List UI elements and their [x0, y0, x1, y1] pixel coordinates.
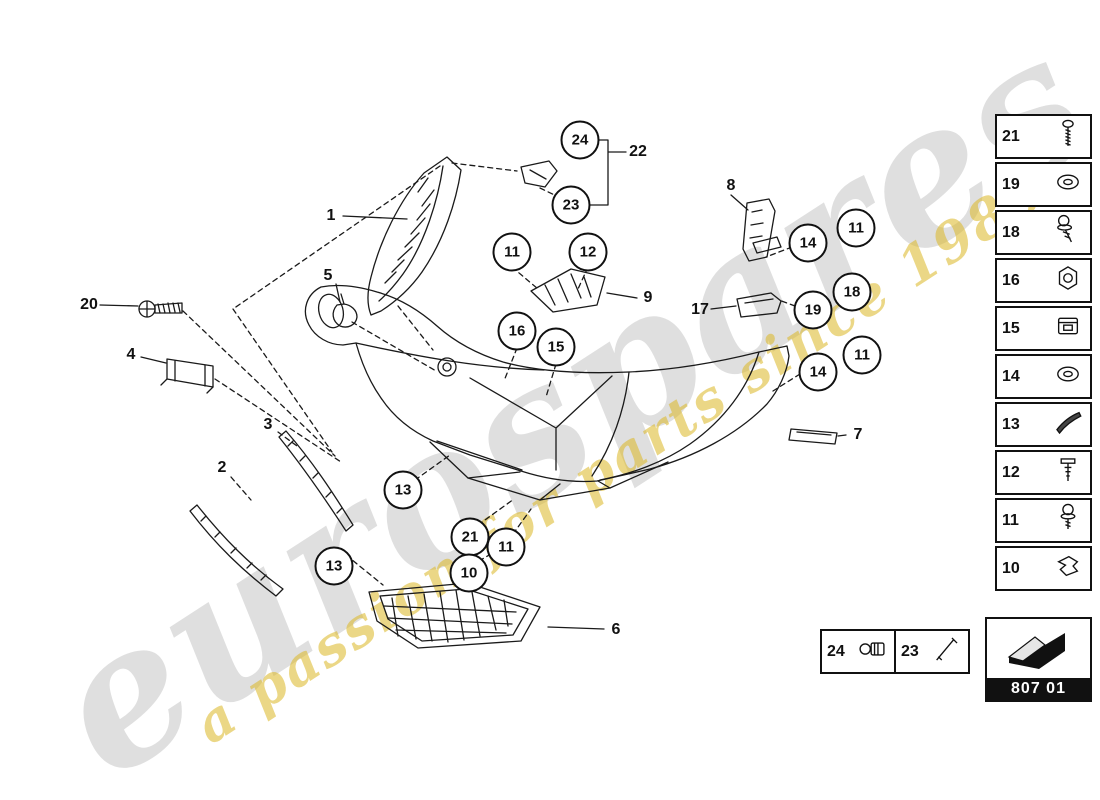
legend-item-number: 24 [827, 642, 845, 660]
part-code: 807 01 [987, 678, 1090, 700]
callout-16: 16 [497, 311, 537, 351]
strip-7-part [788, 428, 838, 445]
clip-nut-icon [1057, 317, 1079, 335]
callout-9: 9 [643, 289, 653, 306]
legend-item-24: 24 [820, 629, 896, 674]
callout-24: 24 [560, 120, 600, 160]
legend-item-number: 14 [1002, 367, 1020, 385]
callout-13: 13 [314, 546, 354, 586]
leader-lines-solid [99, 139, 847, 630]
legend-item-number: 13 [1002, 415, 1020, 433]
bracket-icon [1057, 555, 1079, 577]
callout-4: 4 [126, 346, 136, 363]
legend-item-19: 19 [995, 162, 1092, 207]
bolt-long-icon [1062, 119, 1074, 146]
legend-item-number: 18 [1002, 223, 1020, 241]
legend-item-number: 21 [1002, 127, 1020, 145]
legend-item-15: 15 [995, 306, 1092, 351]
callout-11: 11 [842, 335, 882, 375]
bracket-4-part [160, 358, 214, 394]
legend-item-number: 23 [901, 642, 919, 660]
callout-21: 21 [450, 517, 490, 557]
callout-15: 15 [536, 327, 576, 367]
sleeve-bolt-icon [859, 642, 885, 656]
trim-strip-icon [1056, 411, 1082, 435]
callout-14: 14 [798, 352, 838, 392]
inner-frame-part [367, 156, 462, 316]
brand-arrow-logo-icon [1007, 633, 1065, 669]
callout-12: 12 [568, 232, 608, 272]
legend-item-23: 23 [894, 629, 970, 674]
bracket-17-part [736, 292, 782, 318]
callout-19: 19 [793, 290, 833, 330]
legend-item-number: 16 [1002, 271, 1020, 289]
legend-item-number: 10 [1002, 559, 1020, 577]
legend-item-18: 18 [995, 210, 1092, 255]
legend-item-number: 11 [1002, 511, 1019, 529]
bracket-22-part [520, 160, 558, 188]
hex-nut-icon [1058, 266, 1078, 290]
callout-3: 3 [263, 416, 273, 433]
trim-strip-3-part [278, 430, 354, 532]
legend-item-21: 21 [995, 114, 1092, 159]
clip-5-part [332, 293, 358, 328]
callout-14: 14 [788, 223, 828, 263]
footer-legend: 24 23 [820, 629, 970, 674]
plate-9-part [530, 268, 606, 313]
bracket-14-part [752, 236, 782, 254]
washer-icon [1057, 366, 1079, 382]
callout-18: 18 [832, 272, 872, 312]
legend-item-12: 12 [995, 450, 1092, 495]
callout-13: 13 [383, 470, 423, 510]
flange-screw-icon [1060, 503, 1076, 530]
part-code-box: 807 01 [985, 617, 1092, 702]
callout-17: 17 [691, 301, 709, 318]
callout-6: 6 [611, 621, 621, 638]
callout-7: 7 [853, 426, 863, 443]
callout-8: 8 [726, 177, 736, 194]
legend-item-10: 10 [995, 546, 1092, 591]
trim-strip-2-part [189, 504, 284, 597]
screw-washer-icon [1057, 214, 1073, 243]
callout-10: 10 [449, 553, 489, 593]
callout-23: 23 [551, 185, 591, 225]
legend-item-14: 14 [995, 354, 1092, 399]
callout-20: 20 [80, 296, 98, 313]
callout-22: 22 [629, 143, 647, 160]
callout-5: 5 [323, 267, 333, 284]
legend-item-13: 13 [995, 402, 1092, 447]
callout-2: 2 [217, 459, 227, 476]
pin-icon [936, 637, 958, 661]
parts-legend-sidebar: 21 19 18 16 15 14 13 12 11 10 [995, 114, 1092, 591]
callout-1: 1 [326, 207, 336, 224]
legend-item-number: 12 [1002, 463, 1020, 481]
legend-item-number: 15 [1002, 319, 1020, 337]
legend-item-16: 16 [995, 258, 1092, 303]
callout-11: 11 [492, 232, 532, 272]
legend-item-number: 19 [1002, 175, 1020, 193]
washer-icon [1057, 174, 1079, 190]
callout-11: 11 [486, 527, 526, 567]
legend-item-11: 11 [995, 498, 1092, 543]
rivet-clip-icon [1060, 458, 1076, 482]
bumper-body-part [304, 285, 790, 501]
screw-20-part [138, 300, 183, 318]
callout-11: 11 [836, 208, 876, 248]
